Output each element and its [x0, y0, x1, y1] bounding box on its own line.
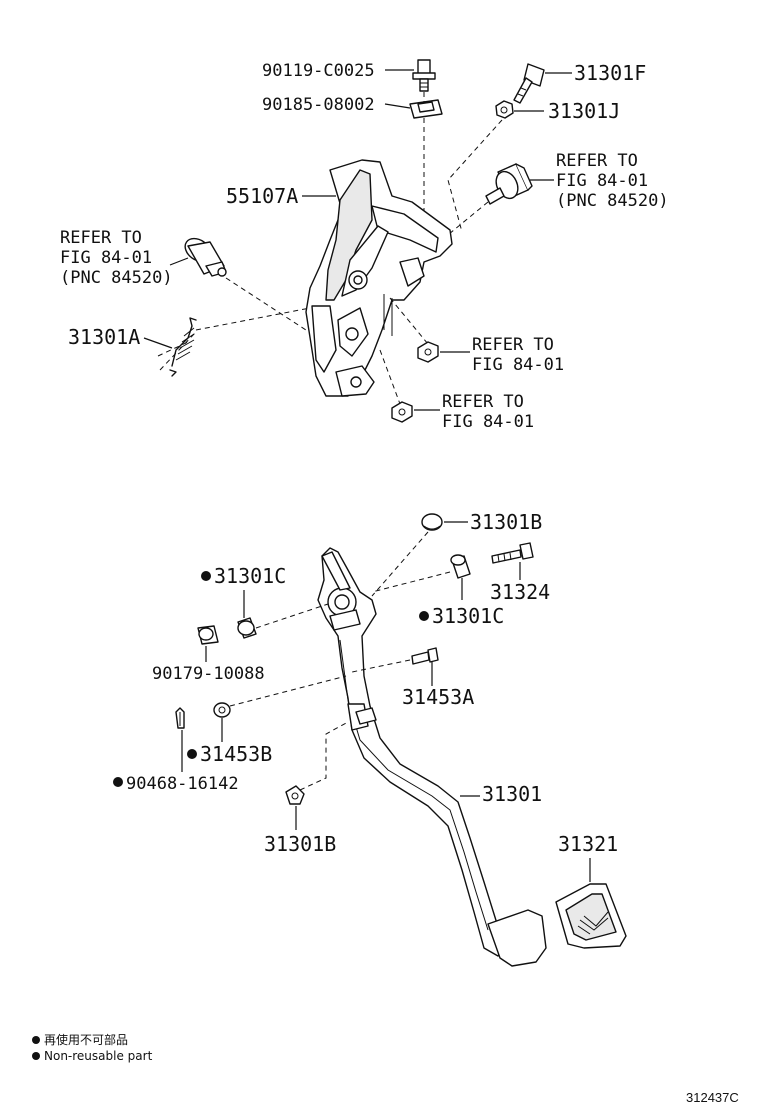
label-refer-note: REFER TO: [442, 392, 524, 412]
bushing-31301c-right: [450, 554, 471, 579]
assembly-line: [379, 297, 429, 405]
figure-reference-number: 312437C: [686, 1090, 739, 1105]
bracket-55107a: [305, 159, 453, 397]
assembly-line: [299, 721, 349, 791]
legend-marker: [32, 1052, 40, 1060]
leader-line: [169, 257, 189, 266]
cap-31301b-upper: [421, 513, 443, 531]
label-part-number: 31301C: [432, 604, 504, 628]
label-refer-note: REFER TO: [60, 228, 142, 248]
label-refer-note: (PNC 84520): [60, 268, 173, 288]
label-part-number: 31324: [490, 580, 550, 604]
pedal-arm-31301: [317, 547, 547, 967]
label-part-number: 31301A: [68, 325, 140, 349]
non-reusable-marker: [187, 749, 197, 759]
assembly-line: [371, 571, 451, 593]
label-refer-note: (PNC 84520): [556, 191, 669, 211]
non-reusable-marker: [419, 611, 429, 621]
pin-90468-16142: [175, 707, 185, 729]
non-reusable-marker: [201, 571, 211, 581]
cap-31301b-lower: [285, 785, 305, 805]
label-part-number: 90119-C0025: [262, 61, 375, 81]
label-refer-note: FIG 84-01: [472, 355, 564, 375]
nut-refer-fig-lower: [391, 401, 413, 423]
legend-marker: [32, 1036, 40, 1044]
pedal-pad-31321: [555, 883, 627, 949]
label-refer-note: REFER TO: [472, 335, 554, 355]
bushing-31301c-left: [237, 617, 257, 639]
assembly-line: [255, 603, 329, 629]
label-refer-note: FIG 84-01: [442, 412, 534, 432]
nut-31301j: [495, 100, 514, 119]
leader-line: [143, 337, 173, 349]
assembly-line: [157, 307, 311, 371]
label-part-number: 90185-08002: [262, 95, 375, 115]
assembly-line: [431, 201, 489, 249]
spring-31301a: [169, 317, 197, 377]
collar-90179-10088: [197, 625, 219, 645]
bolt-31324: [491, 542, 534, 564]
label-part-number: 90179-10088: [152, 664, 265, 684]
label-refer-note: FIG 84-01: [556, 171, 648, 191]
clip-31453b: [213, 702, 231, 718]
assembly-line: [371, 531, 429, 597]
legend-text-japanese: 再使用不可部品: [44, 1032, 128, 1047]
nut-refer-fig-upper: [417, 341, 439, 363]
label-part-number: 31301J: [548, 99, 620, 123]
label-part-number: 90468-16142: [126, 774, 239, 794]
switch-upper-left: [184, 237, 227, 277]
legend-text-english: Non-reusable part: [44, 1049, 153, 1063]
label-part-number: 31301F: [574, 61, 646, 85]
leader-line: [384, 103, 411, 109]
label-refer-note: FIG 84-01: [60, 248, 152, 268]
assembly-line: [229, 675, 347, 707]
label-part-number: 31301: [482, 782, 542, 806]
label-part-number: 31301B: [470, 510, 542, 534]
label-part-number: 31453B: [200, 742, 272, 766]
bolt-90119-c0025: [412, 59, 436, 92]
switch-upper-right: [485, 163, 533, 205]
assembly-line: [351, 659, 411, 673]
label-refer-note: REFER TO: [556, 151, 638, 171]
label-part-number: 31301B: [264, 832, 336, 856]
assembly-line: [225, 277, 307, 331]
label-part-number: 31301C: [214, 564, 286, 588]
label-part-number: 55107A: [226, 184, 298, 208]
bolt-31301f: [513, 63, 545, 104]
label-part-number: 31453A: [402, 685, 474, 709]
assembly-line: [447, 119, 503, 233]
non-reusable-marker: [113, 777, 123, 787]
pin-31453a: [411, 647, 439, 665]
label-part-number: 31321: [558, 832, 618, 856]
nut-plate-90185-08002: [409, 99, 443, 119]
